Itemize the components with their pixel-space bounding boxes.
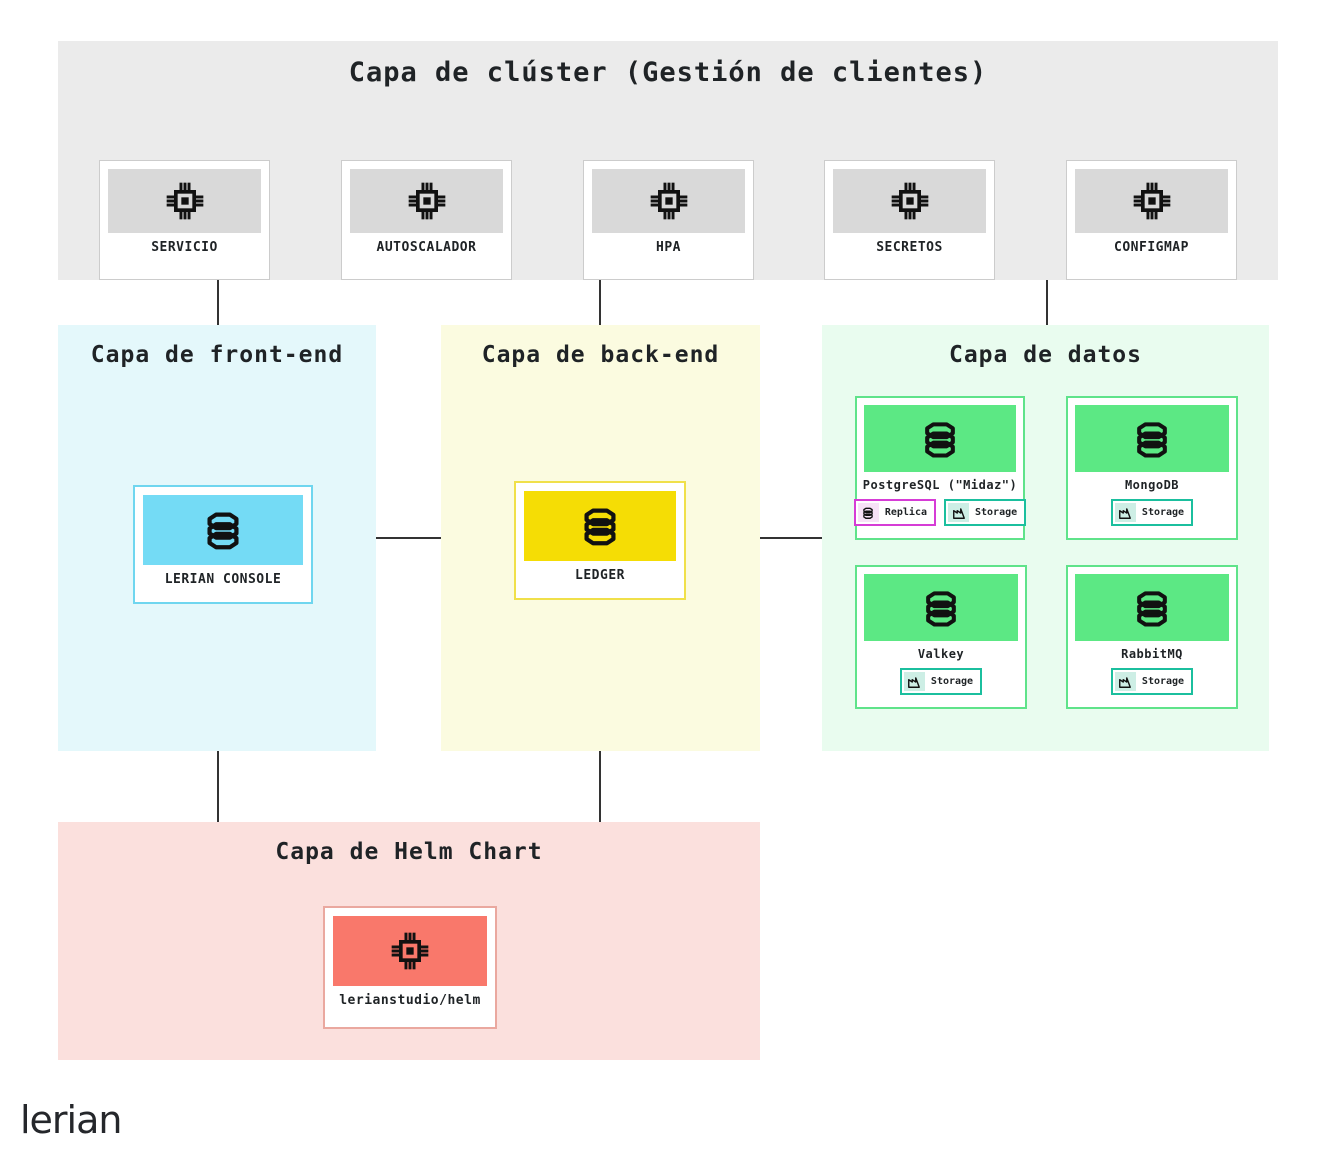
node-label: LERIAN CONSOLE <box>164 572 282 587</box>
database-icon <box>1075 574 1229 641</box>
badge-label: Storage <box>1141 676 1185 687</box>
cluster-layer-title: Capa de clúster (Gestión de clientes) <box>348 57 988 88</box>
frontend-layer: Capa de front-end LERIAN CONSOLE <box>58 325 376 751</box>
cluster-node-autoscalador[interactable]: AUTOSCALADOR <box>341 160 512 280</box>
badge-storage[interactable]: Storage <box>1110 499 1194 526</box>
cluster-node-configmap[interactable]: CONFIGMAP <box>1066 160 1237 280</box>
chip-icon <box>350 169 503 233</box>
backend-layer: Capa de back-end LEDGER <box>441 325 760 751</box>
badge-row: Storage <box>1075 499 1229 526</box>
database-icon <box>864 405 1016 472</box>
connector-backend-data <box>760 537 822 539</box>
badge-storage[interactable]: Storage <box>899 668 983 695</box>
node-mongodb[interactable]: MongoDB Storage <box>1066 396 1238 540</box>
storage-badge-icon <box>1114 672 1136 691</box>
node-label: LEDGER <box>575 568 625 583</box>
database-icon <box>524 491 676 561</box>
badge-row: Replica Storage <box>853 499 1027 526</box>
storage-badge-icon <box>948 503 969 522</box>
badge-replica[interactable]: Replica <box>853 499 936 526</box>
badge-label: Storage <box>930 676 974 687</box>
node-label: MongoDB <box>1124 478 1180 492</box>
connector-cluster-frontend <box>217 280 219 325</box>
node-valkey[interactable]: Valkey Storage <box>855 565 1027 709</box>
cluster-layer: Capa de clúster (Gestión de clientes) SE… <box>58 41 1278 280</box>
chip-icon <box>108 169 261 233</box>
connector-frontend-backend <box>376 537 441 539</box>
badge-storage[interactable]: Storage <box>944 499 1027 526</box>
node-label: PostgreSQL ("Midaz") <box>862 478 1018 492</box>
frontend-layer-title: Capa de front-end <box>90 342 344 368</box>
badge-row: Storage <box>1075 668 1229 695</box>
database-badge-icon <box>857 503 879 522</box>
database-icon <box>864 574 1018 641</box>
connector-cluster-backend <box>599 280 601 325</box>
data-layer: Capa de datos PostgreSQL ("Midaz") <box>822 325 1269 751</box>
node-lerianstudio-helm[interactable]: lerianstudio/helm <box>323 906 497 1029</box>
node-label: RabbitMQ <box>1121 647 1183 661</box>
badge-label: Replica <box>884 507 927 518</box>
database-icon <box>1075 405 1229 472</box>
badge-label: Storage <box>1141 507 1185 518</box>
lerian-logo: lerian <box>20 1098 122 1142</box>
badge-row: Storage <box>864 668 1018 695</box>
cluster-node-label: CONFIGMAP <box>1114 240 1189 255</box>
cluster-node-secretos[interactable]: SECRETOS <box>824 160 995 280</box>
connector-frontend-helm <box>217 751 219 822</box>
node-rabbitmq[interactable]: RabbitMQ Storage <box>1066 565 1238 709</box>
node-postgresql[interactable]: PostgreSQL ("Midaz") Replica <box>853 396 1027 540</box>
badge-label: Storage <box>975 507 1018 518</box>
helm-layer-title: Capa de Helm Chart <box>275 839 543 865</box>
database-icon <box>143 495 303 565</box>
cluster-node-label: SECRETOS <box>876 240 943 255</box>
storage-badge-icon <box>1114 503 1136 522</box>
node-ledger[interactable]: LEDGER <box>514 481 686 600</box>
chip-icon <box>1075 169 1228 233</box>
cluster-node-servicio[interactable]: SERVICIO <box>99 160 270 280</box>
backend-layer-title: Capa de back-end <box>481 342 720 368</box>
helm-chart-layer: Capa de Helm Chart lerianstudio/helm <box>58 822 760 1060</box>
connector-cluster-data <box>1046 280 1048 325</box>
storage-badge-icon <box>903 672 925 691</box>
node-lerian-console[interactable]: LERIAN CONSOLE <box>133 485 313 604</box>
node-label: lerianstudio/helm <box>339 993 481 1008</box>
cluster-node-label: HPA <box>656 240 681 255</box>
chip-icon <box>333 916 487 986</box>
chip-icon <box>592 169 745 233</box>
cluster-node-label: SERVICIO <box>151 240 218 255</box>
connector-backend-helm <box>599 751 601 822</box>
badge-storage[interactable]: Storage <box>1110 668 1194 695</box>
cluster-node-hpa[interactable]: HPA <box>583 160 754 280</box>
node-label: Valkey <box>917 647 965 661</box>
data-layer-title: Capa de datos <box>948 342 1142 368</box>
cluster-node-label: AUTOSCALADOR <box>376 240 477 255</box>
chip-icon <box>833 169 986 233</box>
